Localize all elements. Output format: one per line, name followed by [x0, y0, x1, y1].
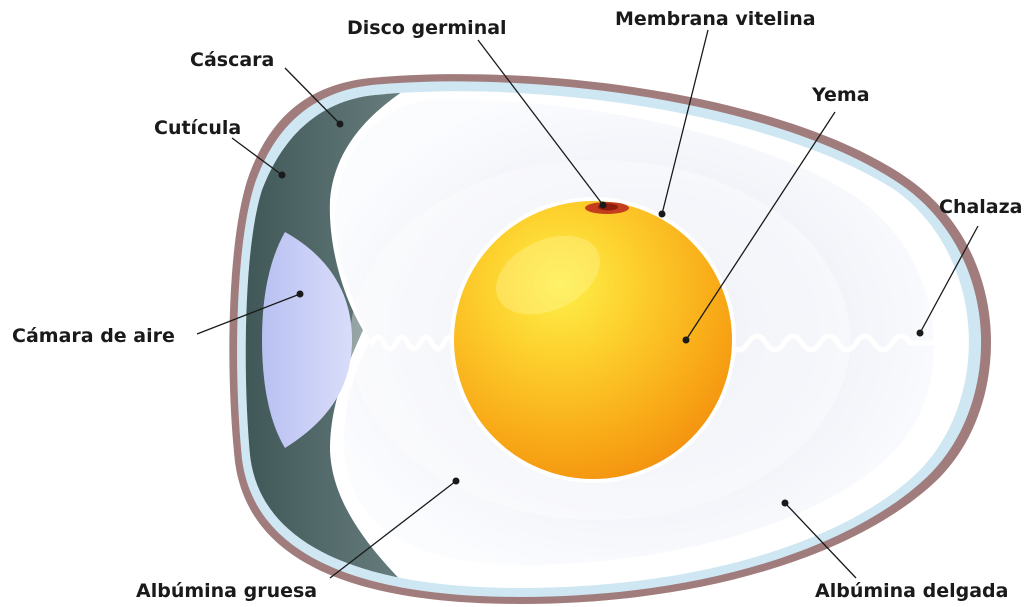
label-vitelline-membrane: Membrana vitelina: [615, 8, 816, 30]
leader-vitelline-membrane-dot: [659, 211, 666, 218]
label-thick-albumen: Albúmina gruesa: [136, 580, 317, 602]
leader-chalaza-dot: [917, 330, 924, 337]
leader-cuticle-dot: [279, 172, 286, 179]
label-yolk: Yema: [811, 84, 870, 106]
leader-germinal-disc-dot: [600, 202, 607, 209]
label-germinal-disc: Disco germinal: [347, 17, 507, 39]
yolk: [454, 201, 732, 479]
leader-yolk-dot: [683, 337, 690, 344]
label-air-cell: Cámara de aire: [12, 325, 175, 347]
leader-shell-dot: [337, 121, 344, 128]
label-thin-albumen: Albúmina delgada: [815, 580, 1008, 602]
leader-air-cell-dot: [297, 291, 304, 298]
leader-thin-albumen-dot: [782, 500, 789, 507]
label-cuticle: Cutícula: [154, 117, 241, 139]
label-chalaza: Chalaza: [939, 196, 1023, 218]
label-shell: Cáscara: [190, 49, 274, 71]
leader-thick-albumen-dot: [453, 478, 460, 485]
